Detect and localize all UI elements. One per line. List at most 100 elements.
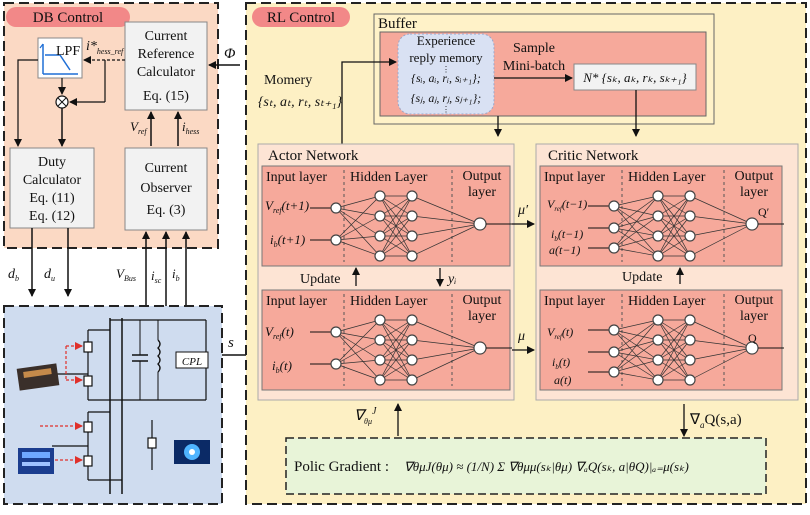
critic-target-network-hidden-node bbox=[684, 190, 696, 202]
exp-memory-line-2: reply memory bbox=[409, 50, 483, 65]
critic-target-network-edge bbox=[613, 215, 659, 249]
experience-memory-box bbox=[397, 33, 495, 115]
critic-online-network-hidden-node bbox=[652, 314, 664, 326]
crc-line-4: Eq. (15) bbox=[143, 89, 189, 104]
actor-online-network-edge bbox=[335, 363, 381, 381]
duty-line-4: Eq. (12) bbox=[29, 209, 75, 224]
actor-network-title: Actor Network bbox=[268, 148, 359, 164]
critic-online-network-edge bbox=[657, 359, 691, 381]
critic-target-network-edge bbox=[689, 223, 753, 257]
tuple-i: {sᵢ, aᵢ, rᵢ, sᵢ₊₁}; bbox=[411, 71, 481, 85]
critic-online-network-edge bbox=[689, 347, 753, 361]
actor-online-network-hidden-layer-label: Hidden Layer bbox=[350, 294, 428, 309]
critic-online-network-edge bbox=[613, 371, 659, 381]
y-label: yᵢ bbox=[446, 272, 456, 287]
actor-target-network-edge bbox=[379, 235, 413, 257]
actor-online-network-edge bbox=[411, 339, 481, 349]
critic-target-network-edge bbox=[613, 195, 659, 207]
i-hess-label: ihess bbox=[182, 119, 199, 136]
q-prime-label: Q′ bbox=[758, 205, 770, 219]
actor-target-network-output-label-1: Output bbox=[463, 169, 502, 184]
critic-top-input-2: ib(t−1) bbox=[551, 227, 583, 243]
actor-online-network-edge bbox=[379, 319, 413, 341]
cpl-label: CPL bbox=[182, 356, 202, 368]
ellipsis-2: ⋮ bbox=[442, 105, 450, 114]
critic-target-network-edge bbox=[657, 195, 691, 217]
actor-target-network-edge bbox=[411, 195, 481, 225]
critic-target-network-edge bbox=[657, 235, 691, 257]
v-ref-label: Vref bbox=[130, 119, 148, 136]
mu-label: μ bbox=[517, 329, 525, 344]
actor-target-network-edge bbox=[411, 215, 481, 225]
critic-target-network-hidden-node bbox=[684, 210, 696, 222]
critic-target-network-hidden-node bbox=[684, 250, 696, 262]
q-label: Q bbox=[748, 331, 757, 345]
actor-target-network-output-node bbox=[473, 217, 487, 231]
critic-online-network-edge bbox=[689, 319, 753, 349]
critic-target-network-edge bbox=[613, 205, 659, 237]
actor-online-network-edge bbox=[335, 331, 381, 381]
actor-online-network-hidden-node bbox=[374, 354, 386, 366]
duty-line-3: Eq. (11) bbox=[29, 191, 75, 206]
actor-online-network-edge bbox=[335, 319, 381, 365]
critic-target-network-edge bbox=[689, 223, 753, 237]
actor-online-network-edge bbox=[411, 347, 481, 361]
critic-online-network-input-node bbox=[608, 346, 620, 358]
critic-online-network-edge bbox=[657, 319, 691, 361]
db-control-panel: DB Control LPF i*hess_ref Current Refere… bbox=[3, 2, 240, 249]
actor-target-network-edge bbox=[379, 195, 413, 257]
actor-online-network-hidden-node bbox=[374, 314, 386, 326]
actor-online-network-edge bbox=[411, 347, 481, 381]
policy-gradient-formula: ∇θμJ(θμ) ≈ (1/N) Σ ∇θμμ(sₖ|θμ) ∇ₐQ(sₖ, a… bbox=[404, 459, 689, 474]
critic-online-network-edge bbox=[613, 319, 659, 373]
critic-online-network-output-label-1: Output bbox=[735, 293, 774, 308]
buffer-title: Buffer bbox=[378, 16, 417, 32]
actor-target-network-hidden-node bbox=[374, 210, 386, 222]
actor-target-network-edge bbox=[335, 235, 381, 241]
actor-target-network-hidden-node bbox=[374, 230, 386, 242]
sample-line-1: Sample bbox=[513, 41, 555, 56]
observer-line-2: Observer bbox=[140, 181, 192, 196]
actor-target-network-edge bbox=[335, 207, 381, 237]
actor-target-network-edge bbox=[335, 207, 381, 217]
critic-online-network-edge bbox=[613, 319, 659, 331]
crc-line-2: Reference bbox=[138, 47, 195, 62]
supercapacitor-image bbox=[16, 363, 60, 391]
actor-target-network-hidden-node bbox=[406, 250, 418, 262]
actor-online-network-output-node bbox=[473, 341, 487, 355]
actor-online-network-hidden-node bbox=[406, 334, 418, 346]
critic-top-input-3: a(t−1) bbox=[549, 243, 580, 257]
actor-bot-input-1: Vref(t) bbox=[265, 324, 294, 341]
phi-label: Φ bbox=[224, 46, 236, 62]
critic-network-title: Critic Network bbox=[548, 148, 639, 164]
actor-target-network-hidden-node bbox=[374, 250, 386, 262]
critic-target-network-input-node bbox=[608, 200, 620, 212]
actor-online-network-output-label-1: Output bbox=[463, 293, 502, 308]
actor-online-network-edge bbox=[411, 319, 481, 349]
critic-target-network-edge bbox=[613, 205, 659, 217]
actor-online-network-input-layer-label: Input layer bbox=[266, 294, 327, 309]
critic-target-network-output-node bbox=[745, 217, 759, 231]
actor-target-network-edge bbox=[335, 195, 381, 241]
actor-bot-input-2: ib(t) bbox=[272, 358, 292, 375]
actor-target-network-edge bbox=[335, 215, 381, 241]
actor-target-network-edge bbox=[379, 195, 413, 217]
duty-line-2: Calculator bbox=[23, 173, 82, 188]
critic-target-network-edge bbox=[657, 195, 691, 237]
actor-online-network-hidden-node bbox=[374, 334, 386, 346]
critic-target-network-hidden-node bbox=[652, 250, 664, 262]
i-sc-label: isc bbox=[151, 268, 162, 285]
critic-online-network-hidden-layer-label: Hidden Layer bbox=[628, 294, 706, 309]
critic-update-label: Update bbox=[622, 270, 662, 285]
actor-target-network-hidden-node bbox=[406, 230, 418, 242]
actor-top-input-1: Vref(t+1) bbox=[265, 198, 309, 215]
actor-online-network-edge bbox=[335, 331, 381, 341]
actor-online-network-hidden-node bbox=[374, 374, 386, 386]
critic-online-network-hidden-node bbox=[684, 334, 696, 346]
tuple-j: {sⱼ, aⱼ, rⱼ, sⱼ₊₁}; bbox=[411, 91, 482, 105]
critic-target-network-edge bbox=[689, 195, 753, 225]
actor-online-network-output-label-2: layer bbox=[468, 309, 496, 324]
actor-online-network-hidden-node bbox=[406, 374, 418, 386]
i-ref-label: i*hess_ref bbox=[86, 39, 125, 56]
